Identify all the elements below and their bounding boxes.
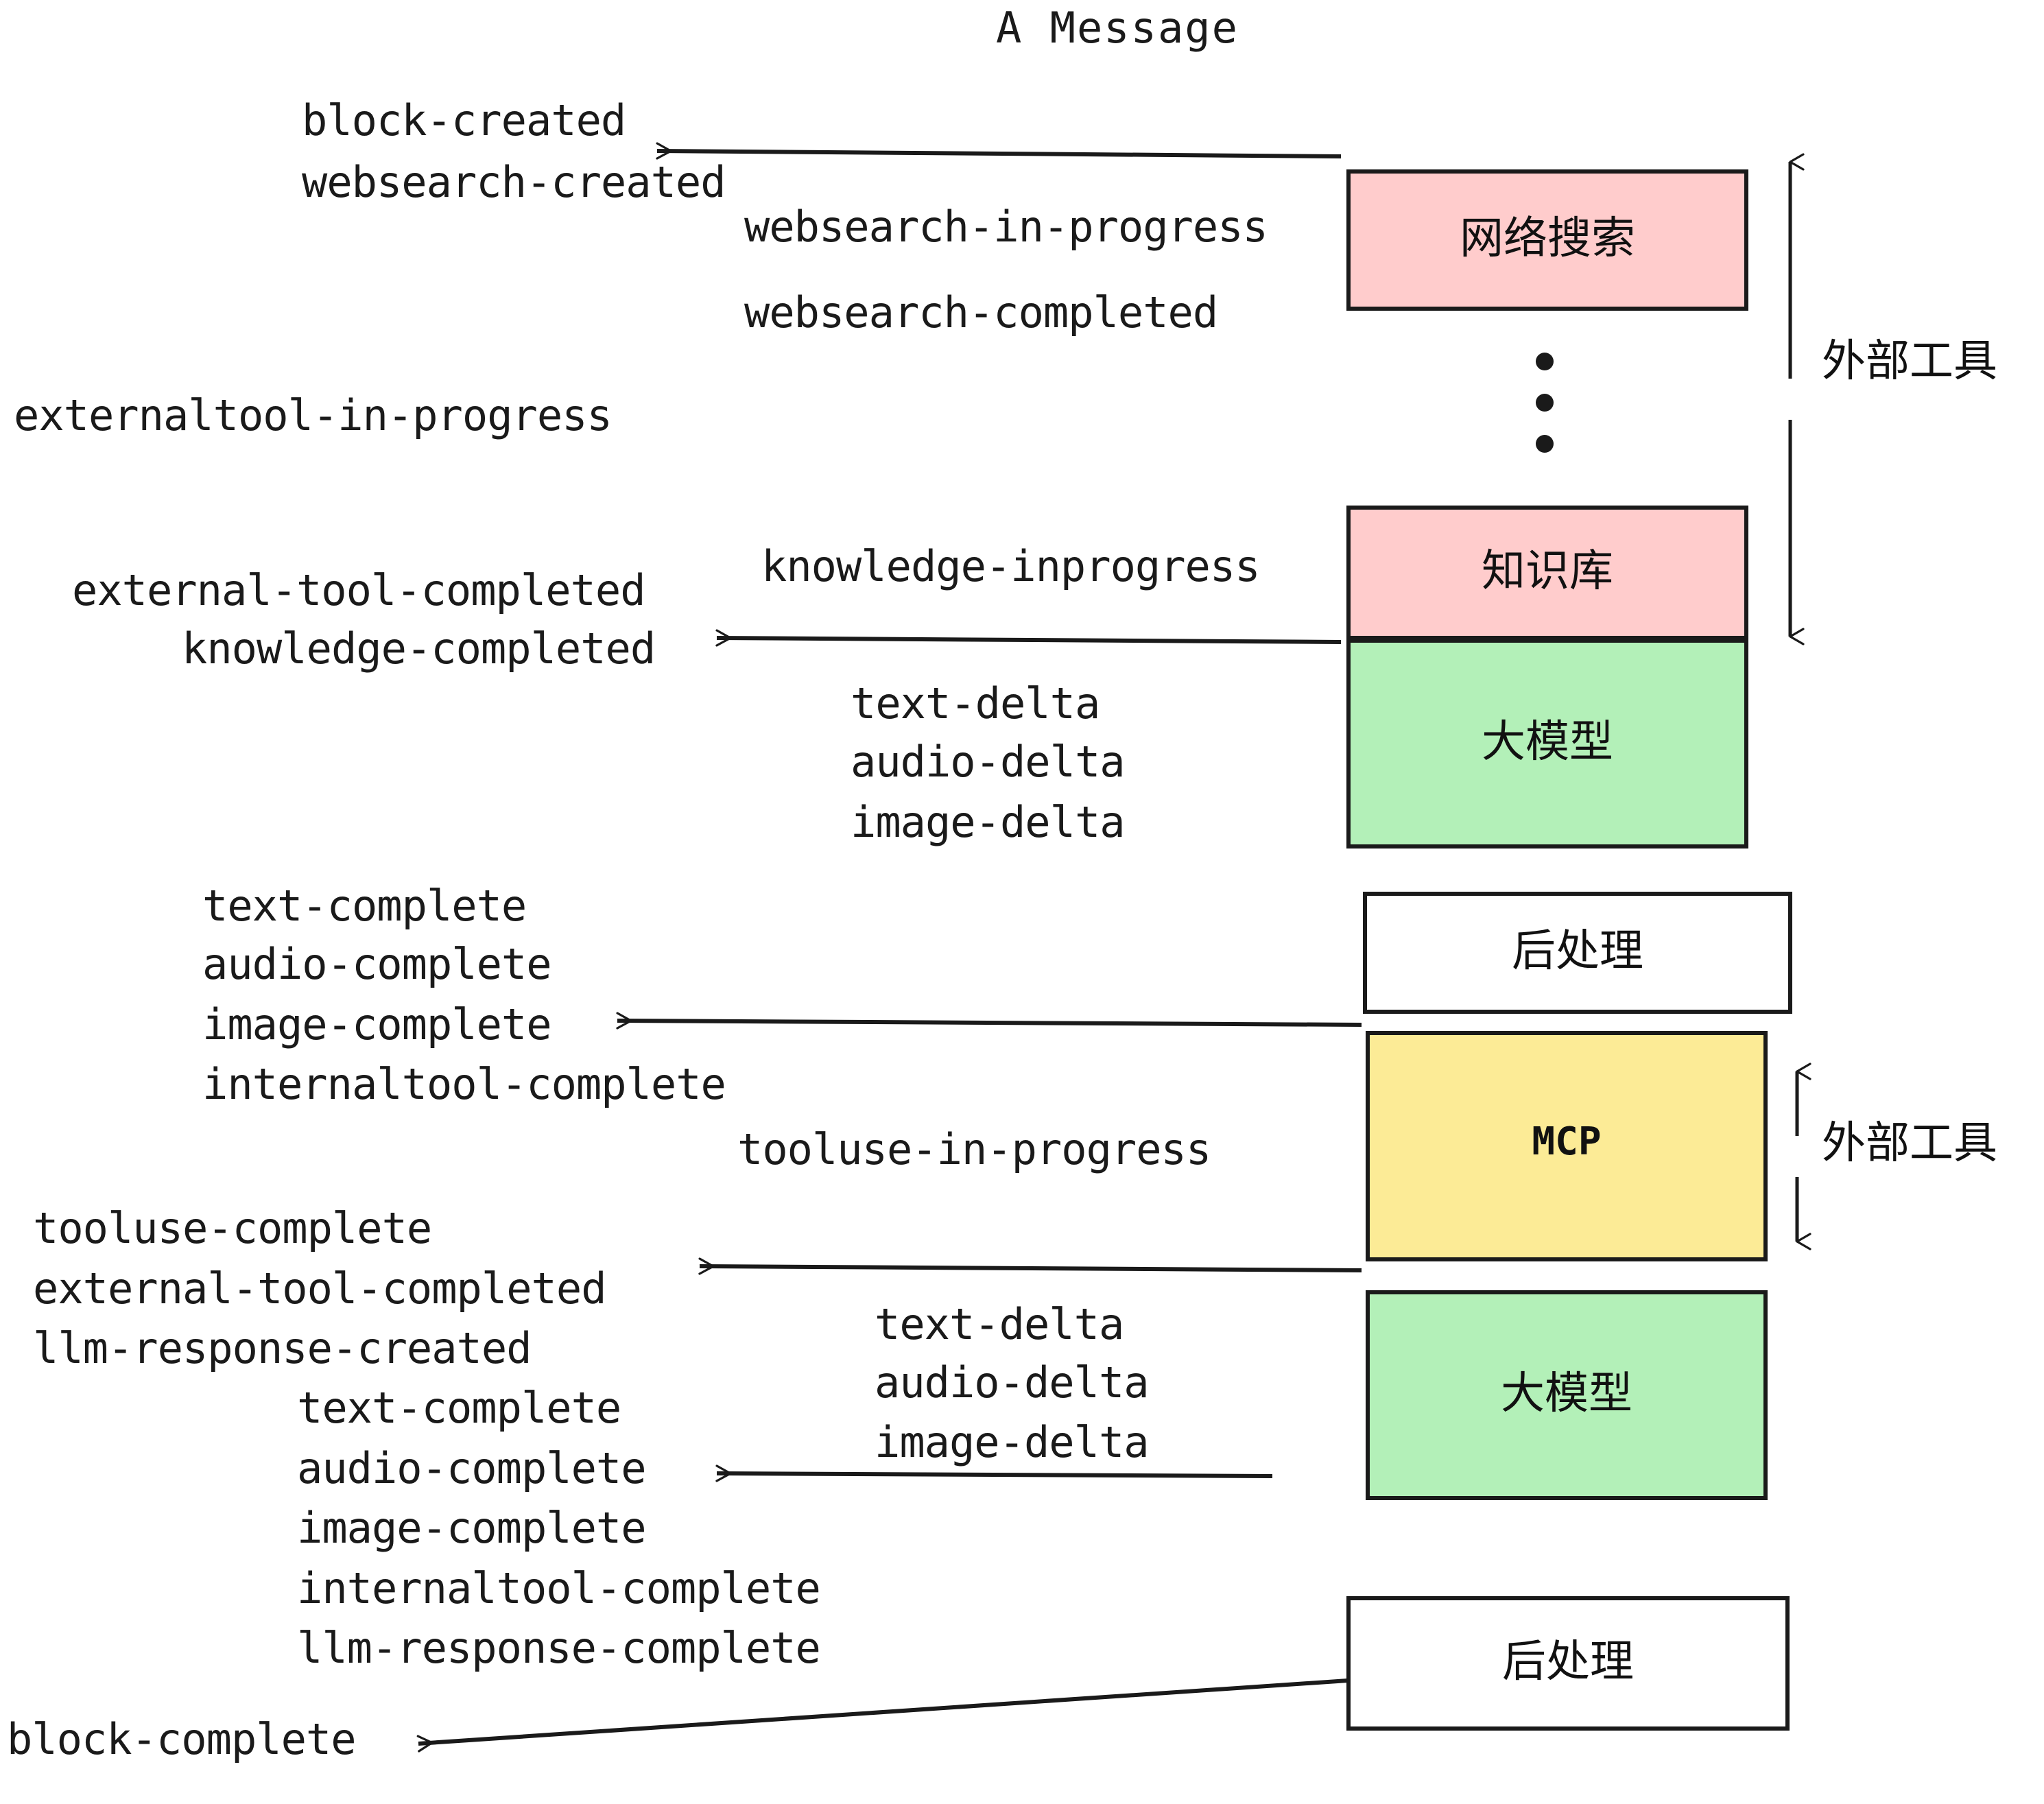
event-label-external-tool-completed: external-tool-completed bbox=[33, 1263, 607, 1314]
box-knowledge bbox=[1346, 506, 1748, 640]
event-label-audio-delta: audio-delta bbox=[875, 1357, 1150, 1408]
arrow-tooluse-done bbox=[698, 1257, 1362, 1275]
ellipsis-dot-2 bbox=[1536, 394, 1554, 412]
event-label-llm-response-complete: llm-response-complete bbox=[297, 1623, 821, 1673]
event-label-image-delta: image-delta bbox=[875, 1417, 1150, 1467]
event-label-websearch-created: websearch-created bbox=[302, 157, 726, 207]
box-llm-1 bbox=[1346, 639, 1748, 848]
arrow-block-created bbox=[656, 142, 1342, 160]
arrow-audio-complete bbox=[715, 1464, 1273, 1482]
event-arrows-group bbox=[416, 142, 1362, 1753]
ellipsis-dot-1 bbox=[1536, 353, 1554, 370]
event-label-image-delta: image-delta bbox=[851, 797, 1126, 847]
event-label-block-complete: block-complete bbox=[7, 1714, 357, 1764]
scope-brackets-group bbox=[1788, 153, 1811, 1250]
event-label-block-created: block-created bbox=[302, 95, 626, 145]
page-title: A Message bbox=[996, 3, 1239, 53]
event-label-text-delta: text-delta bbox=[851, 678, 1100, 728]
event-label-externaltool-in-progress: externaltool-in-progress bbox=[14, 390, 613, 440]
event-label-websearch-completed: websearch-completed bbox=[744, 287, 1218, 337]
event-label-knowledge-inprogress: knowledge-inprogress bbox=[761, 541, 1261, 591]
box-postprocess-1 bbox=[1363, 892, 1792, 1014]
arrow-image-complete bbox=[616, 1012, 1362, 1030]
side-label-external-tools-bottom: 外部工具 bbox=[1822, 1118, 1997, 1169]
box-label-postprocess-1: 后处理 bbox=[1512, 926, 1643, 977]
event-label-tooluse-in-progress: tooluse-in-progress bbox=[737, 1124, 1211, 1174]
event-label-audio-complete: audio-complete bbox=[202, 939, 552, 989]
box-websearch bbox=[1346, 169, 1748, 311]
box-label-mcp: MCP bbox=[1532, 1119, 1602, 1164]
event-label-text-complete: text-complete bbox=[202, 881, 527, 931]
arrow-block-complete bbox=[416, 1678, 1348, 1753]
ellipsis-dot-3 bbox=[1536, 435, 1554, 453]
box-label-knowledge: 知识库 bbox=[1482, 546, 1613, 597]
box-label-postprocess-2: 后处理 bbox=[1502, 1637, 1634, 1687]
event-label-text-complete: text-complete bbox=[297, 1383, 621, 1433]
box-label-websearch: 网络搜索 bbox=[1460, 213, 1635, 264]
event-label-image-complete: image-complete bbox=[297, 1503, 647, 1553]
event-label-audio-complete: audio-complete bbox=[297, 1443, 647, 1493]
box-llm-2 bbox=[1366, 1290, 1768, 1500]
event-label-audio-delta: audio-delta bbox=[851, 737, 1126, 787]
event-label-text-delta: text-delta bbox=[875, 1299, 1124, 1349]
arrow-knowledge-done bbox=[715, 629, 1342, 647]
event-label-external-tool-completed: external-tool-completed bbox=[72, 565, 646, 615]
box-label-llm-1: 大模型 bbox=[1482, 717, 1613, 768]
box-label-llm-2: 大模型 bbox=[1501, 1368, 1632, 1419]
side-label-external-tools-top: 外部工具 bbox=[1822, 336, 1997, 387]
box-mcp bbox=[1366, 1031, 1768, 1261]
event-label-internaltool-complete: internaltool-complete bbox=[297, 1563, 821, 1613]
event-label-knowledge-completed: knowledge-completed bbox=[182, 624, 656, 674]
event-label-tooluse-complete: tooluse-complete bbox=[33, 1203, 432, 1253]
box-postprocess-2 bbox=[1346, 1596, 1790, 1731]
event-label-websearch-in-progress: websearch-in-progress bbox=[744, 202, 1268, 252]
event-label-internaltool-complete: internaltool-complete bbox=[202, 1059, 726, 1109]
event-label-image-complete: image-complete bbox=[202, 999, 552, 1049]
vertical-ellipsis-group bbox=[1536, 353, 1554, 453]
process-boxes-group bbox=[1346, 169, 1792, 1731]
event-label-llm-response-created: llm-response-created bbox=[33, 1323, 532, 1373]
